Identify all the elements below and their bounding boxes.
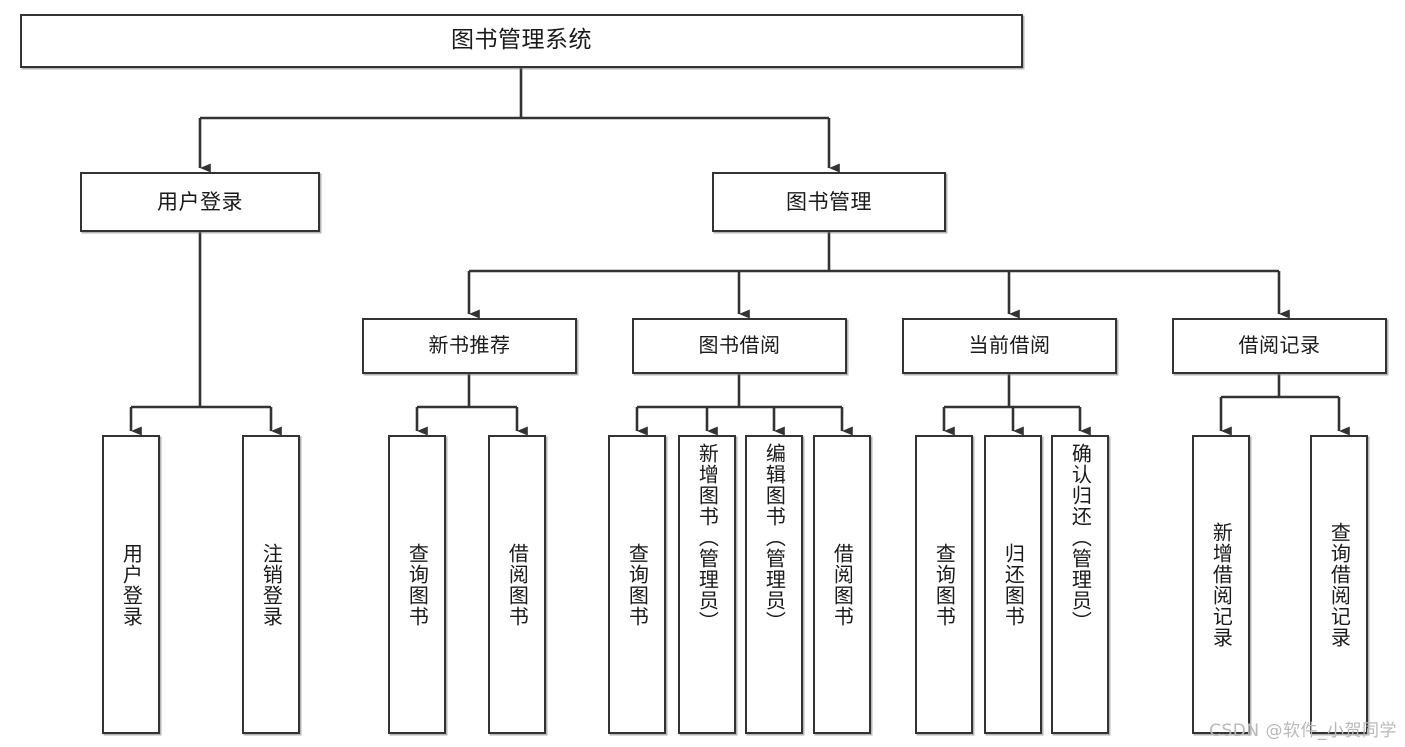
node-leaf-borrow-book-2-label: 借阅图书 [830,542,855,627]
node-leaf-borrow-book-1[interactable]: 借阅图书 [488,435,546,734]
node-current-borrow[interactable]: 当前借阅 [902,318,1117,374]
node-leaf-return-book-label: 归还图书 [1001,542,1026,627]
node-leaf-query-book-3[interactable]: 查询图书 [915,435,973,734]
node-borrow-record-label: 借阅记录 [1238,333,1321,358]
node-leaf-borrow-book-2[interactable]: 借阅图书 [813,435,871,734]
watermark: CSDN @软件_小贺同学 [1209,721,1397,741]
node-root-label: 图书管理系统 [451,27,592,54]
node-leaf-return-book[interactable]: 归还图书 [984,435,1042,734]
node-leaf-query-record-label: 查询借阅记录 [1327,521,1352,648]
node-leaf-edit-book[interactable]: 编辑图书（管理员） [745,435,803,734]
node-leaf-user-logout-label: 注销登录 [259,542,284,627]
node-book-borrow-label: 图书借阅 [698,333,781,358]
node-borrow-record[interactable]: 借阅记录 [1172,318,1387,374]
node-new-book-rec[interactable]: 新书推荐 [362,318,577,374]
node-leaf-query-book-3-label: 查询图书 [932,542,957,627]
node-leaf-query-book-2-label: 查询图书 [625,542,650,627]
node-leaf-borrow-book-1-label: 借阅图书 [505,542,530,627]
node-leaf-user-login-label: 用户登录 [119,542,144,627]
node-leaf-confirm-return[interactable]: 确认归还（管理员） [1051,435,1109,734]
node-new-book-rec-label: 新书推荐 [428,333,511,358]
node-leaf-query-record[interactable]: 查询借阅记录 [1310,435,1368,734]
node-user-login-label: 用户登录 [157,189,243,214]
node-leaf-edit-book-label: 编辑图书（管理员） [762,443,787,632]
node-leaf-user-login[interactable]: 用户登录 [102,435,160,734]
node-root[interactable]: 图书管理系统 [20,14,1023,68]
node-leaf-query-book-1[interactable]: 查询图书 [388,435,446,734]
node-leaf-confirm-return-label: 确认归还（管理员） [1068,443,1093,632]
node-book-manage-label: 图书管理 [786,189,872,214]
node-user-login[interactable]: 用户登录 [80,172,320,232]
node-book-borrow[interactable]: 图书借阅 [632,318,847,374]
node-book-manage[interactable]: 图书管理 [712,172,946,232]
node-leaf-query-book-1-label: 查询图书 [405,542,430,627]
node-leaf-add-record-label: 新增借阅记录 [1209,521,1234,648]
node-current-borrow-label: 当前借阅 [968,333,1051,358]
node-leaf-add-book[interactable]: 新增图书（管理员） [678,435,736,734]
node-leaf-add-book-label: 新增图书（管理员） [695,443,720,632]
node-leaf-add-record[interactable]: 新增借阅记录 [1192,435,1250,734]
node-leaf-user-logout[interactable]: 注销登录 [242,435,300,734]
node-leaf-query-book-2[interactable]: 查询图书 [608,435,666,734]
